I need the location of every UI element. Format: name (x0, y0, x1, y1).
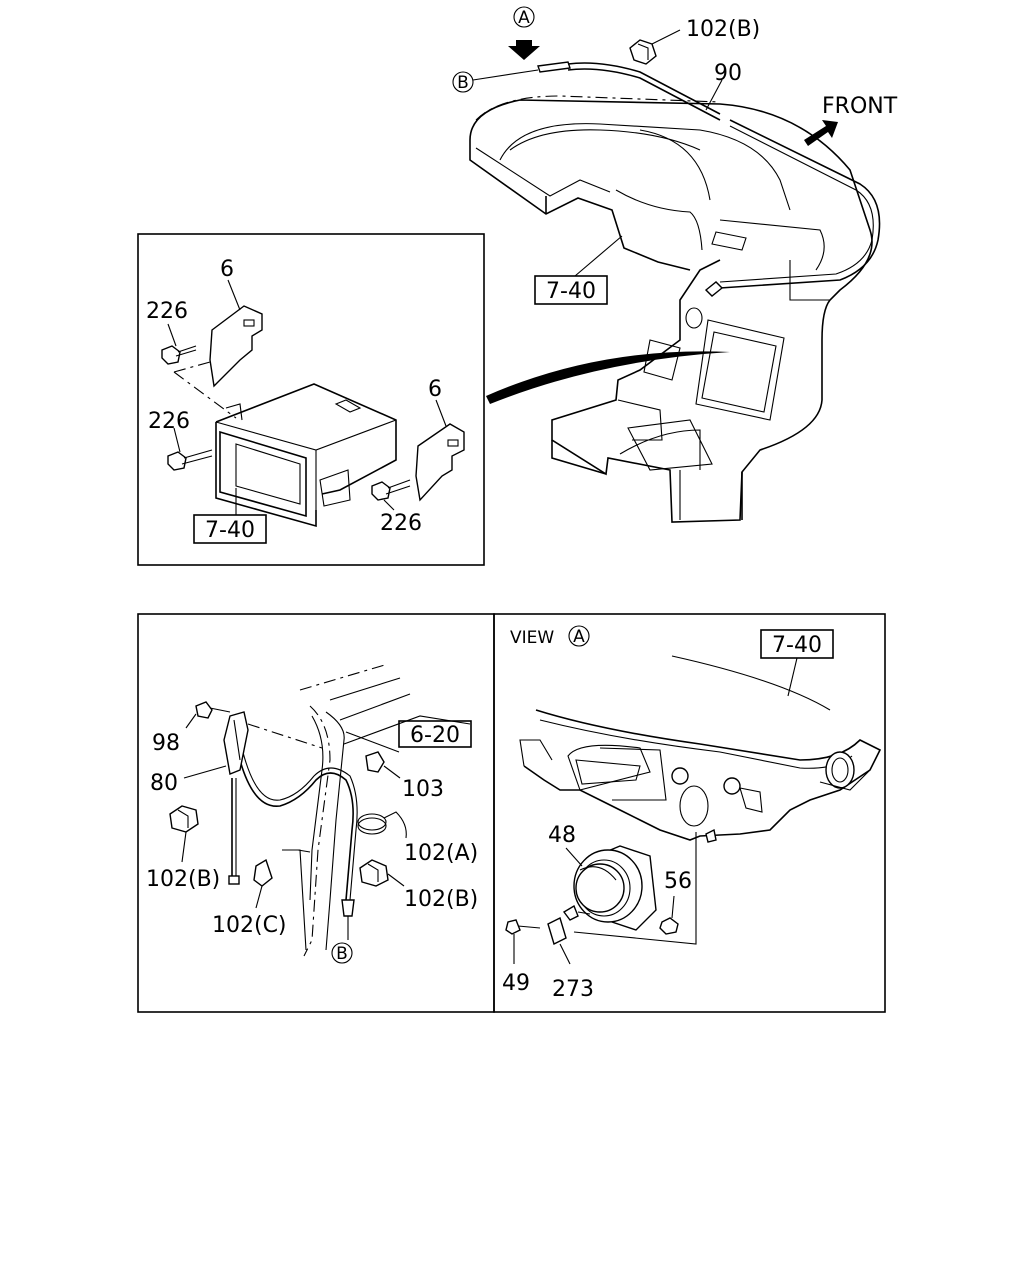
panel-view-a-speaker: VIEW A 7-40 48 (493, 613, 886, 1013)
bracket-6-top (209, 279, 263, 388)
label-6-right: 6 (428, 377, 442, 402)
label-103: 103 (402, 777, 444, 802)
ref-box-620: 6-20 (345, 720, 472, 753)
bracket-6-right (415, 399, 465, 502)
radio-pocket-box (215, 383, 397, 528)
view-a-marker: A (518, 8, 530, 28)
clip-102a (357, 811, 407, 839)
screw-49 (505, 919, 541, 964)
ref-740-inset: 7-40 (205, 518, 255, 543)
bracket-80 (223, 711, 249, 775)
label-90: 90 (714, 61, 742, 86)
label-226-right: 226 (380, 511, 422, 536)
bolt-98 (185, 701, 231, 729)
clip-103 (365, 751, 401, 779)
view-label: VIEW (510, 628, 554, 648)
label-226-top: 226 (146, 299, 188, 324)
ref-box-740-main: 7-40 (534, 235, 623, 305)
ref-740-main: 7-40 (546, 279, 596, 304)
view-label-marker: A (573, 627, 585, 647)
panel-antenna-cable-route: B 98 80 6-20 103 (137, 613, 495, 1013)
label-6-top: 6 (220, 257, 234, 282)
label-102a: 102(A) (404, 841, 478, 866)
ref-box-740-inset: 7-40 (193, 488, 267, 544)
front-arrow (804, 120, 838, 146)
label-48: 48 (548, 823, 576, 848)
clip-102b-top (629, 29, 681, 65)
label-102c: 102(C) (212, 913, 287, 938)
label-80: 80 (150, 771, 178, 796)
label-49: 49 (502, 971, 530, 996)
label-102b-top: 102(B) (686, 17, 760, 42)
dashboard-assembly: A 102(B) B 90 FRONT (452, 6, 898, 523)
speaker-48 (565, 845, 657, 931)
inset-radio-pocket: 6 226 226 (137, 233, 485, 566)
marker-b-top: B (457, 73, 469, 93)
front-label: FRONT (822, 94, 898, 119)
detail-leader (486, 351, 730, 404)
ref-box-740-view: 7-40 (760, 629, 834, 697)
ref-620: 6-20 (410, 723, 460, 748)
label-102b-right: 102(B) (404, 887, 478, 912)
antenna-cable-90: B (452, 61, 881, 289)
ref-740-view: 7-40 (772, 633, 822, 658)
label-273: 273 (552, 977, 594, 1002)
label-98: 98 (152, 731, 180, 756)
instrument-panel (469, 95, 873, 523)
bolt-226-right (371, 479, 411, 511)
bolt-226-left (167, 427, 213, 471)
label-56: 56 (664, 869, 692, 894)
marker-b-bottom: B (336, 944, 348, 964)
view-a-arrow: A (508, 6, 540, 60)
clip-102c (253, 858, 273, 909)
clip-273 (547, 904, 591, 965)
label-226-left: 226 (148, 409, 190, 434)
bolt-226-top (161, 323, 197, 365)
clip-102b-right (359, 859, 405, 887)
label-102b-left: 102(B) (146, 867, 220, 892)
nut-56 (659, 895, 679, 935)
clip-102b-left (169, 805, 199, 863)
